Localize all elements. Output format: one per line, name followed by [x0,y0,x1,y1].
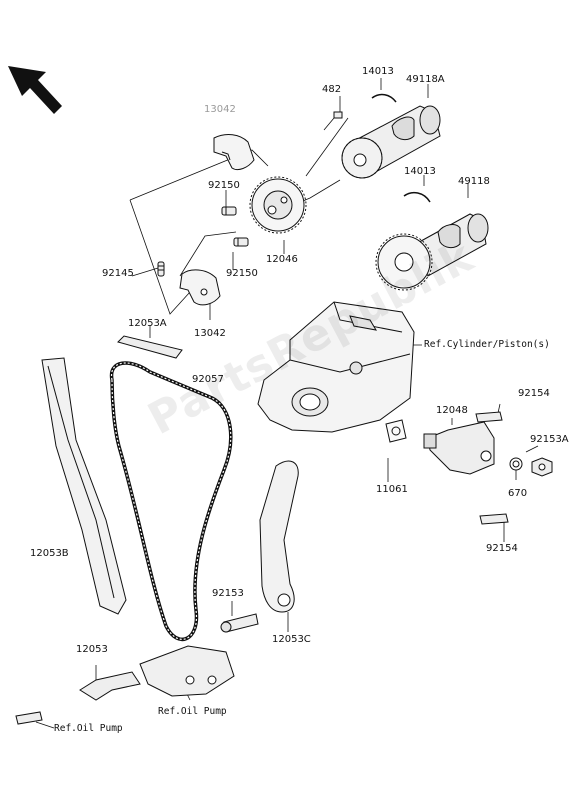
label-12053A: 12053A [128,318,167,329]
cam-chain-92057 [109,361,233,642]
bolt-92150-a [221,206,237,216]
direction-arrow-icon [8,66,62,114]
chain-guide-12053A [117,335,183,359]
label-ref-cylinder: Ref.Cylinder/Piston(s) [424,339,550,350]
oil-pump-ref [139,645,235,697]
label-14013-top: 14013 [362,66,394,77]
label-49118: 49118 [458,176,490,187]
label-92150-a: 92150 [208,180,240,191]
bolt-92154-bottom [479,513,509,525]
clip-14013-mid [403,191,431,203]
spring-92145 [157,261,165,277]
label-12053: 12053 [76,644,108,655]
bolt-92153 [220,613,259,633]
label-92145: 92145 [102,268,134,279]
clip-14013-top [371,93,397,103]
label-49118A: 49118A [406,74,445,85]
upper-chain-guide-13042 [213,134,255,171]
label-92154-bottom: 92154 [486,543,518,554]
gasket-11061 [385,419,407,443]
label-92153: 92153 [212,588,244,599]
bracket-12053 [79,671,141,701]
label-12053B: 12053B [30,548,69,559]
chain-guide-12053C [259,460,299,613]
label-12053C: 12053C [272,634,311,645]
label-92150-b: 92150 [226,268,258,279]
label-670: 670 [508,488,528,499]
nut-92153A [531,457,553,477]
cylinder-block [257,301,415,433]
label-ref-oil-pump-mid: Ref.Oil Pump [158,706,227,717]
label-12048: 12048 [436,405,468,416]
chain-guide-12053B [41,357,127,615]
o-ring-670 [509,457,523,471]
label-92153A: 92153A [530,434,569,445]
label-14013-mid: 14013 [404,166,436,177]
label-13042-top: 13042 [204,104,236,115]
lower-chain-guide-13042 [179,269,221,306]
label-11061: 11061 [376,484,408,495]
bolt-92154-top [475,411,503,423]
label-12046: 12046 [266,254,298,265]
bolt-oil-pump [15,711,43,725]
label-92057: 92057 [192,374,224,385]
cam-sprocket-12046 [249,176,307,234]
label-13042-bottom: 13042 [194,328,226,339]
camshaft-49118A [341,105,441,179]
bolt-92150-b [233,237,249,247]
label-ref-oil-pump-bottom: Ref.Oil Pump [54,723,123,734]
camshaft-49118 [375,213,489,291]
chain-tensioner-12048 [423,421,495,475]
label-92154-top: 92154 [518,388,550,399]
part-482 [323,111,343,131]
label-482: 482 [322,84,342,95]
